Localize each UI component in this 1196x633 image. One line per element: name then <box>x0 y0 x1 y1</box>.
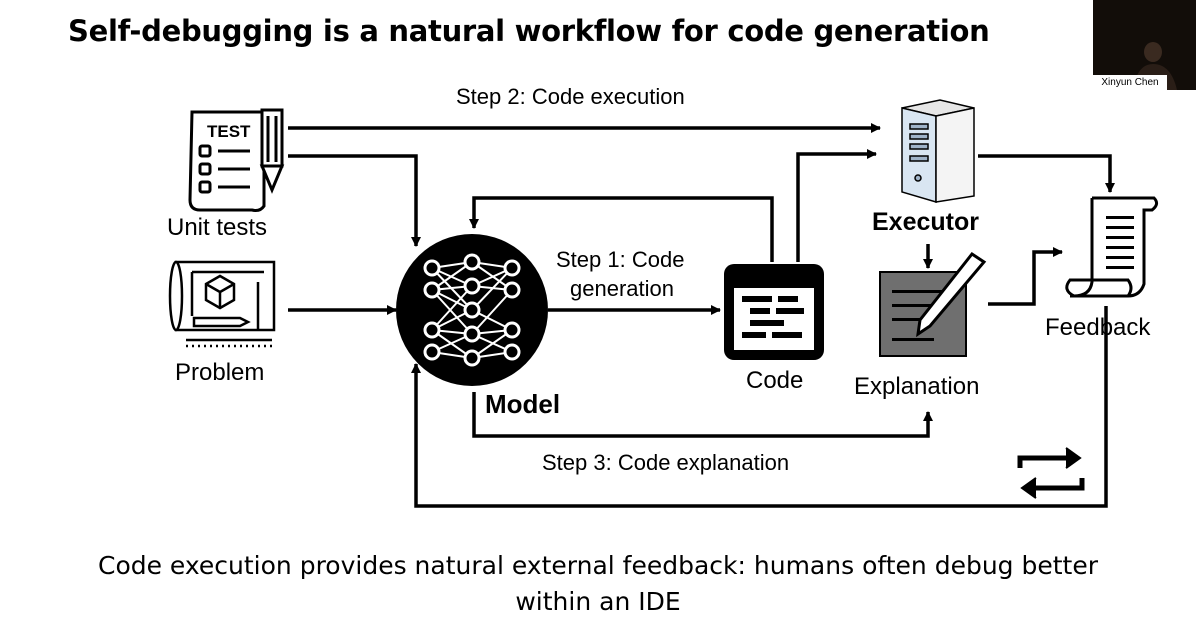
arrow-feedback-to-model <box>411 306 1108 508</box>
code-window-icon <box>724 264 824 360</box>
presenter-video: Xinyun Chen <box>1093 0 1196 90</box>
explanation-label: Explanation <box>854 373 980 400</box>
step1-label-line2: generation <box>570 276 674 301</box>
problem-label: Problem <box>175 359 265 386</box>
unit-tests-label: Unit tests <box>167 214 268 241</box>
arrow-model-to-explanation <box>472 392 933 438</box>
arrow-code-to-model <box>469 196 774 262</box>
feedback-scroll-icon <box>1065 196 1159 298</box>
executor-label: Executor <box>872 208 979 236</box>
slide-caption: Code execution provides natural external… <box>0 548 1196 620</box>
neural-network-icon <box>396 234 548 386</box>
arrow-tests-to-model <box>288 154 421 247</box>
loop-arrows-icon <box>1017 447 1085 499</box>
step3-label: Step 3: Code explanation <box>542 450 790 475</box>
model-label: Model <box>485 389 561 419</box>
slide-title: Self-debugging is a natural workflow for… <box>68 14 990 48</box>
arrow-executor-to-feedback <box>978 154 1115 193</box>
arrow-explanation-to-feedback <box>988 247 1063 306</box>
test-sheet-icon: TEST <box>188 110 266 212</box>
blueprint-icon <box>168 260 276 348</box>
caption-line-2: within an IDE <box>515 587 681 616</box>
server-icon <box>901 99 975 204</box>
arrow-code-to-executor <box>796 149 877 262</box>
presenter-name: Xinyun Chen <box>1093 75 1167 90</box>
code-label: Code <box>746 367 804 394</box>
caption-line-1: Code execution provides natural external… <box>97 551 1098 580</box>
step1-label-line1: Step 1: Code <box>556 247 685 272</box>
step2-label: Step 2: Code execution <box>456 84 685 109</box>
pencil-icon <box>259 108 285 194</box>
feedback-label: Feedback <box>1045 314 1151 341</box>
explanation-pad-icon <box>879 251 987 357</box>
svg-text:TEST: TEST <box>207 122 251 141</box>
